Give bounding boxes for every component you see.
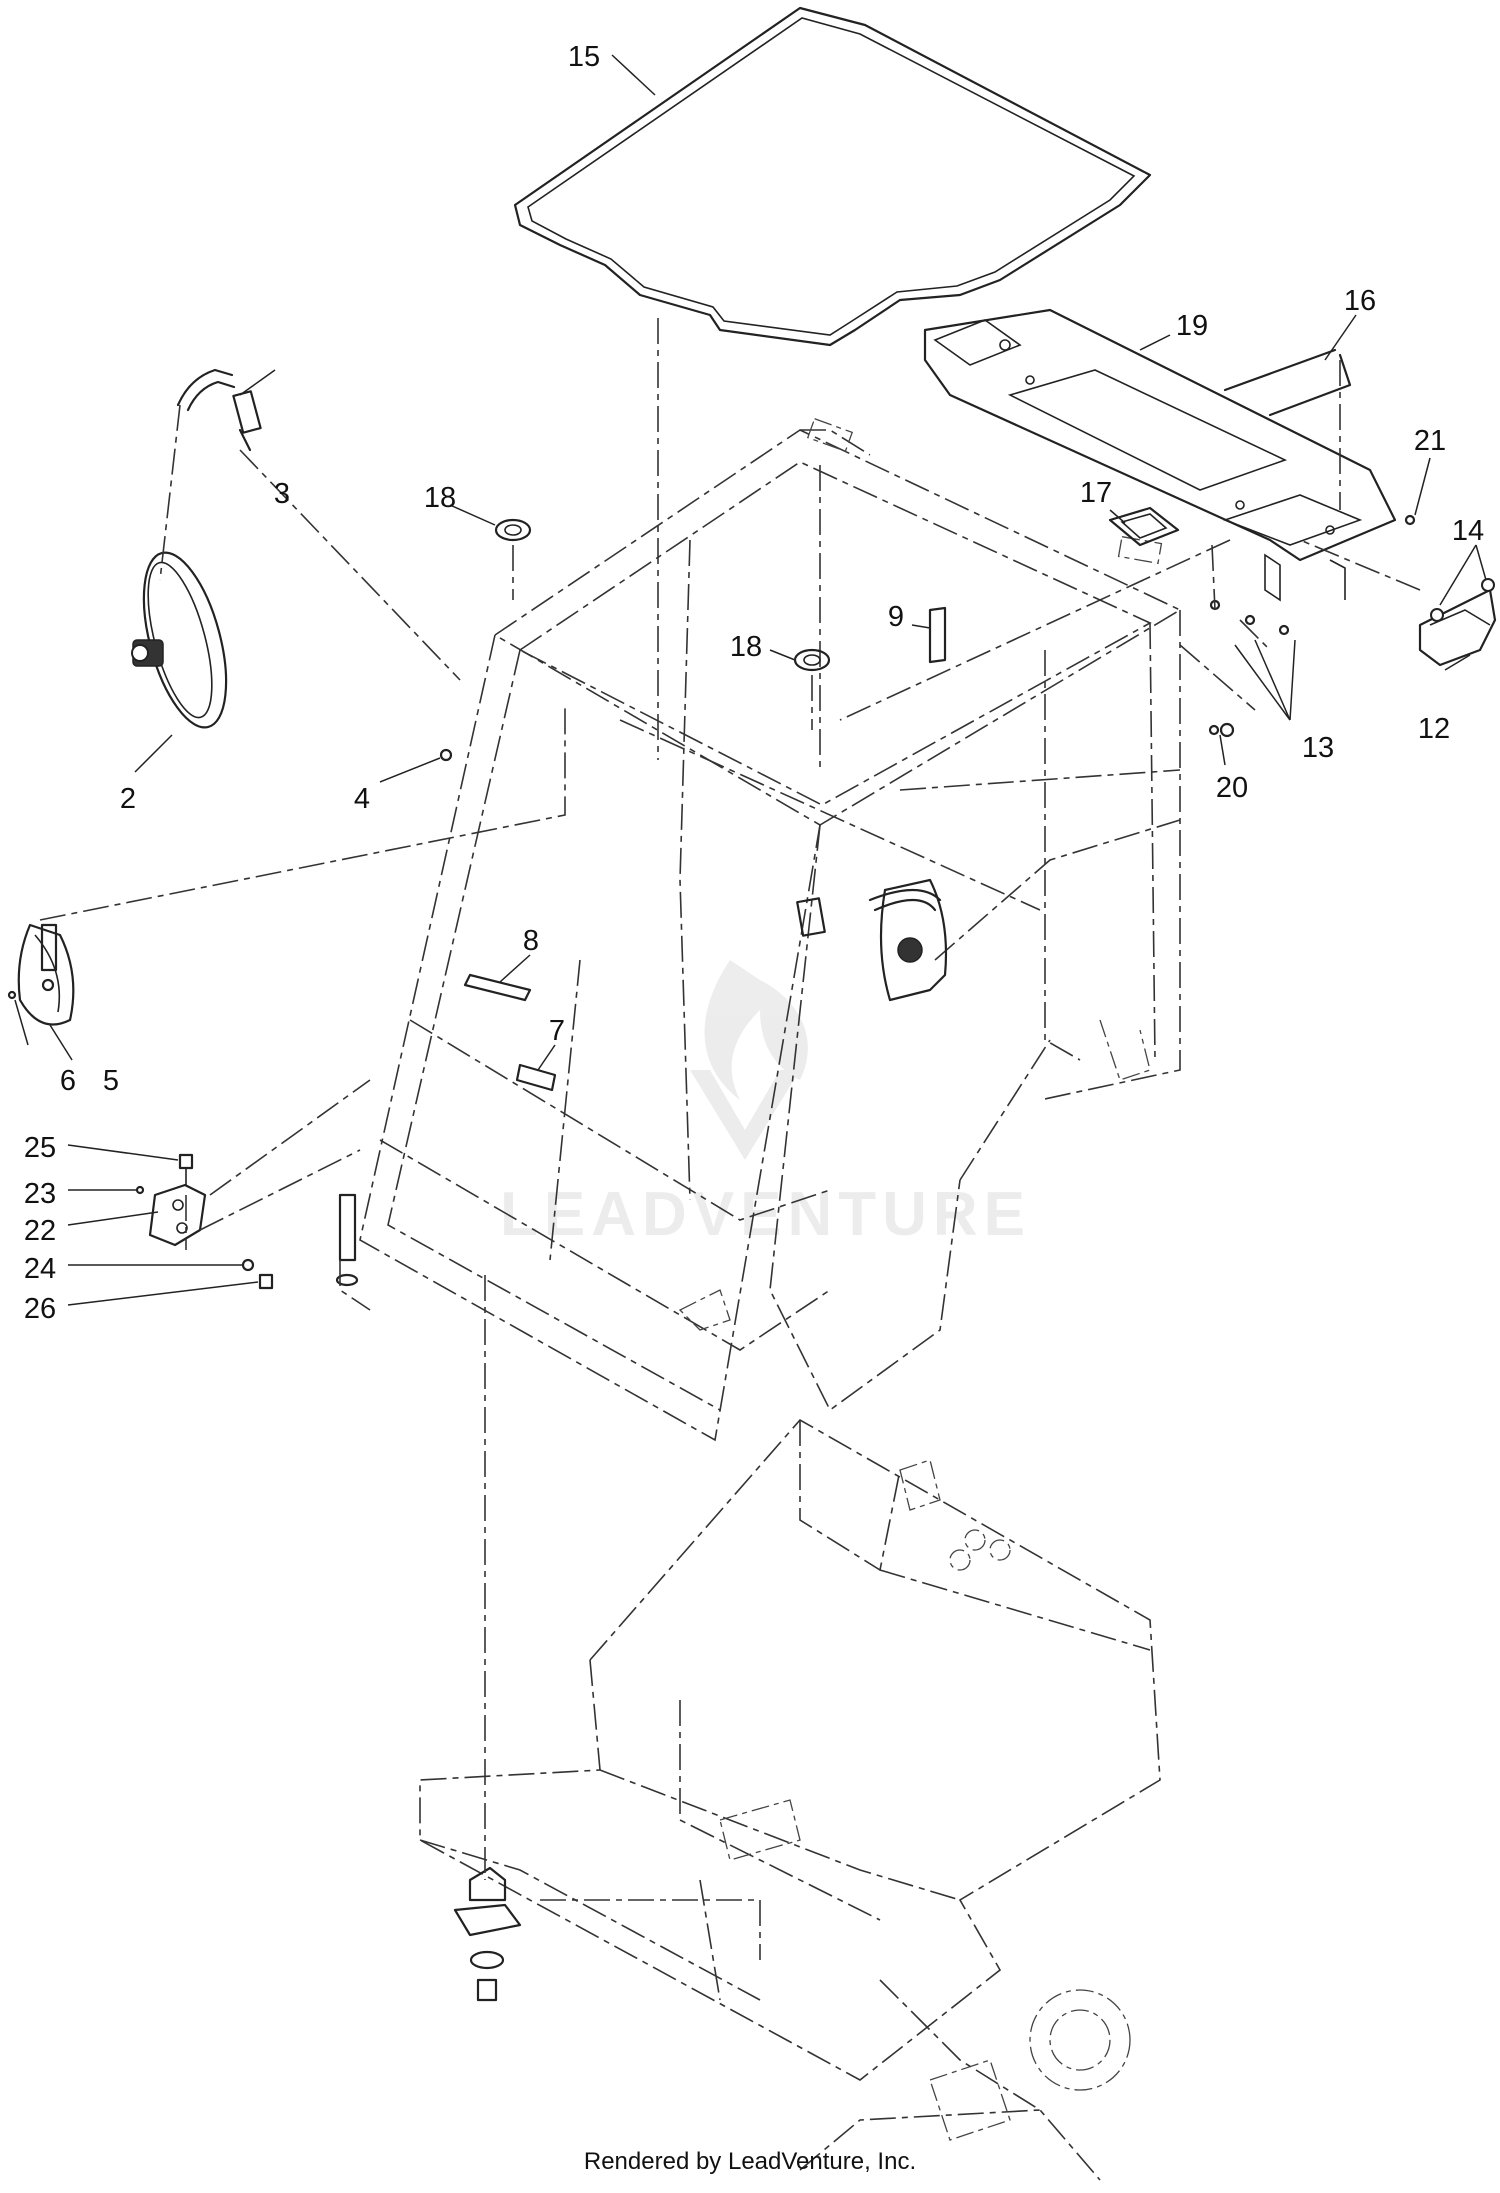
- render-credit: Rendered by LeadVenture, Inc.: [583, 2148, 917, 2175]
- callout-leaders: [14, 54, 1487, 1306]
- callout-8: 8: [523, 925, 539, 957]
- watermark-text: LEADVENTURE: [500, 1180, 1031, 1249]
- part-17-pad: [1108, 506, 1180, 547]
- part-18-grommet-a: [494, 518, 532, 542]
- callout-labels: 15 16 19 21 14 12 13 20 17 18 18 9 3 2 4…: [24, 41, 1484, 1325]
- callout-19: 19: [1176, 310, 1208, 342]
- callout-20: 20: [1216, 772, 1248, 804]
- part-22-bracket: [148, 1183, 207, 1247]
- cab-frame: [359, 417, 1182, 2171]
- callout-22: 22: [24, 1215, 56, 1247]
- callout-7: 7: [549, 1015, 565, 1047]
- callout-13: 13: [1302, 732, 1334, 764]
- callout-23: 23: [24, 1178, 56, 1210]
- callout-9: 9: [888, 601, 904, 633]
- part-8-decal: [463, 973, 532, 1002]
- callout-15: 15: [568, 41, 600, 73]
- callout-17: 17: [1080, 477, 1112, 509]
- part-12-latch: [1418, 578, 1497, 667]
- mount-stack-bottom: [335, 1193, 522, 2002]
- part-2-mirror-left: [131, 551, 228, 729]
- callout-21: 21: [1414, 425, 1446, 457]
- part-16-clip: [1223, 348, 1352, 417]
- mirror-right-installed: [796, 878, 948, 1002]
- callout-12: 12: [1418, 713, 1450, 745]
- callout-18-center: 18: [730, 631, 762, 663]
- assembly-lines: [39, 318, 1421, 1880]
- callout-2: 2: [120, 783, 136, 815]
- part-9-decal: [928, 606, 947, 664]
- part-15-roof-seal: [513, 6, 1152, 347]
- chassis-frame: [419, 1418, 1161, 2181]
- callout-26: 26: [24, 1293, 56, 1325]
- callout-24: 24: [24, 1253, 56, 1285]
- callout-18-left: 18: [424, 482, 456, 514]
- part-7-decal: [515, 1063, 557, 1092]
- callout-16: 16: [1344, 285, 1376, 317]
- callout-3: 3: [274, 478, 290, 510]
- part-19-rear-plate: [923, 308, 1397, 602]
- callout-25: 25: [24, 1132, 56, 1164]
- part-3-mirror-arm: [176, 368, 262, 452]
- callout-5: 5: [103, 1065, 119, 1097]
- part-18-grommet-b: [793, 648, 831, 672]
- callout-6: 6: [60, 1065, 76, 1097]
- callout-4: 4: [354, 783, 370, 815]
- leadventure-watermark: LEADVENTURE: [500, 960, 1031, 1249]
- part-5-mirror-lower: [17, 923, 75, 1026]
- callout-14: 14: [1452, 515, 1484, 547]
